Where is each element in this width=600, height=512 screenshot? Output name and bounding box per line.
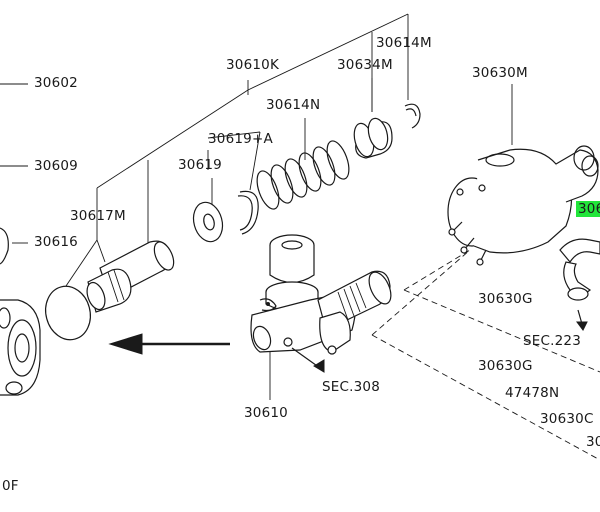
- boot-disk: [45, 285, 91, 341]
- sec223-arrow: [576, 309, 588, 331]
- washer: [192, 201, 224, 243]
- piston-rod-assembly: [86, 240, 175, 313]
- label-30634M: 30634M: [337, 57, 393, 73]
- retaining-clip: [404, 103, 421, 129]
- clutch-booster: [447, 145, 600, 301]
- cup-seal: [353, 117, 393, 159]
- label-30602: 30602: [34, 75, 78, 91]
- label-30630C: 30630C: [540, 411, 594, 427]
- label-30610: 30610: [244, 405, 288, 421]
- label-47478N: 47478N: [505, 385, 560, 401]
- label-30630G-lower: 30630G: [478, 358, 533, 374]
- sec308-arrow: [291, 347, 325, 373]
- label-30619: 30619: [178, 157, 222, 173]
- left-housing-part: [0, 227, 41, 396]
- label-sec308: SEC.308: [322, 379, 380, 395]
- label-sec223: SEC.223: [523, 333, 581, 349]
- label-30617M: 30617M: [70, 208, 126, 224]
- leader-lines: [0, 13, 513, 400]
- label-30-edge: 30: [586, 434, 600, 450]
- label-highlighted-part[interactable]: 306: [576, 201, 600, 217]
- spring: [256, 140, 350, 210]
- master-cylinder: [250, 234, 392, 355]
- label-30616: 30616: [34, 234, 78, 250]
- label-30619A: 30619+A: [208, 131, 273, 147]
- dashed-lines: [371, 249, 600, 461]
- label-30630G-upper: 30630G: [478, 291, 533, 307]
- label-30614M: 30614M: [376, 35, 432, 51]
- snap-ring: [237, 190, 259, 235]
- label-diagram-code: 0F: [2, 478, 19, 494]
- direction-arrow: [108, 333, 230, 355]
- label-30614N: 30614N: [266, 97, 321, 113]
- label-30630M: 30630M: [472, 65, 528, 81]
- label-30609: 30609: [34, 158, 78, 174]
- label-30610K: 30610K: [226, 57, 279, 73]
